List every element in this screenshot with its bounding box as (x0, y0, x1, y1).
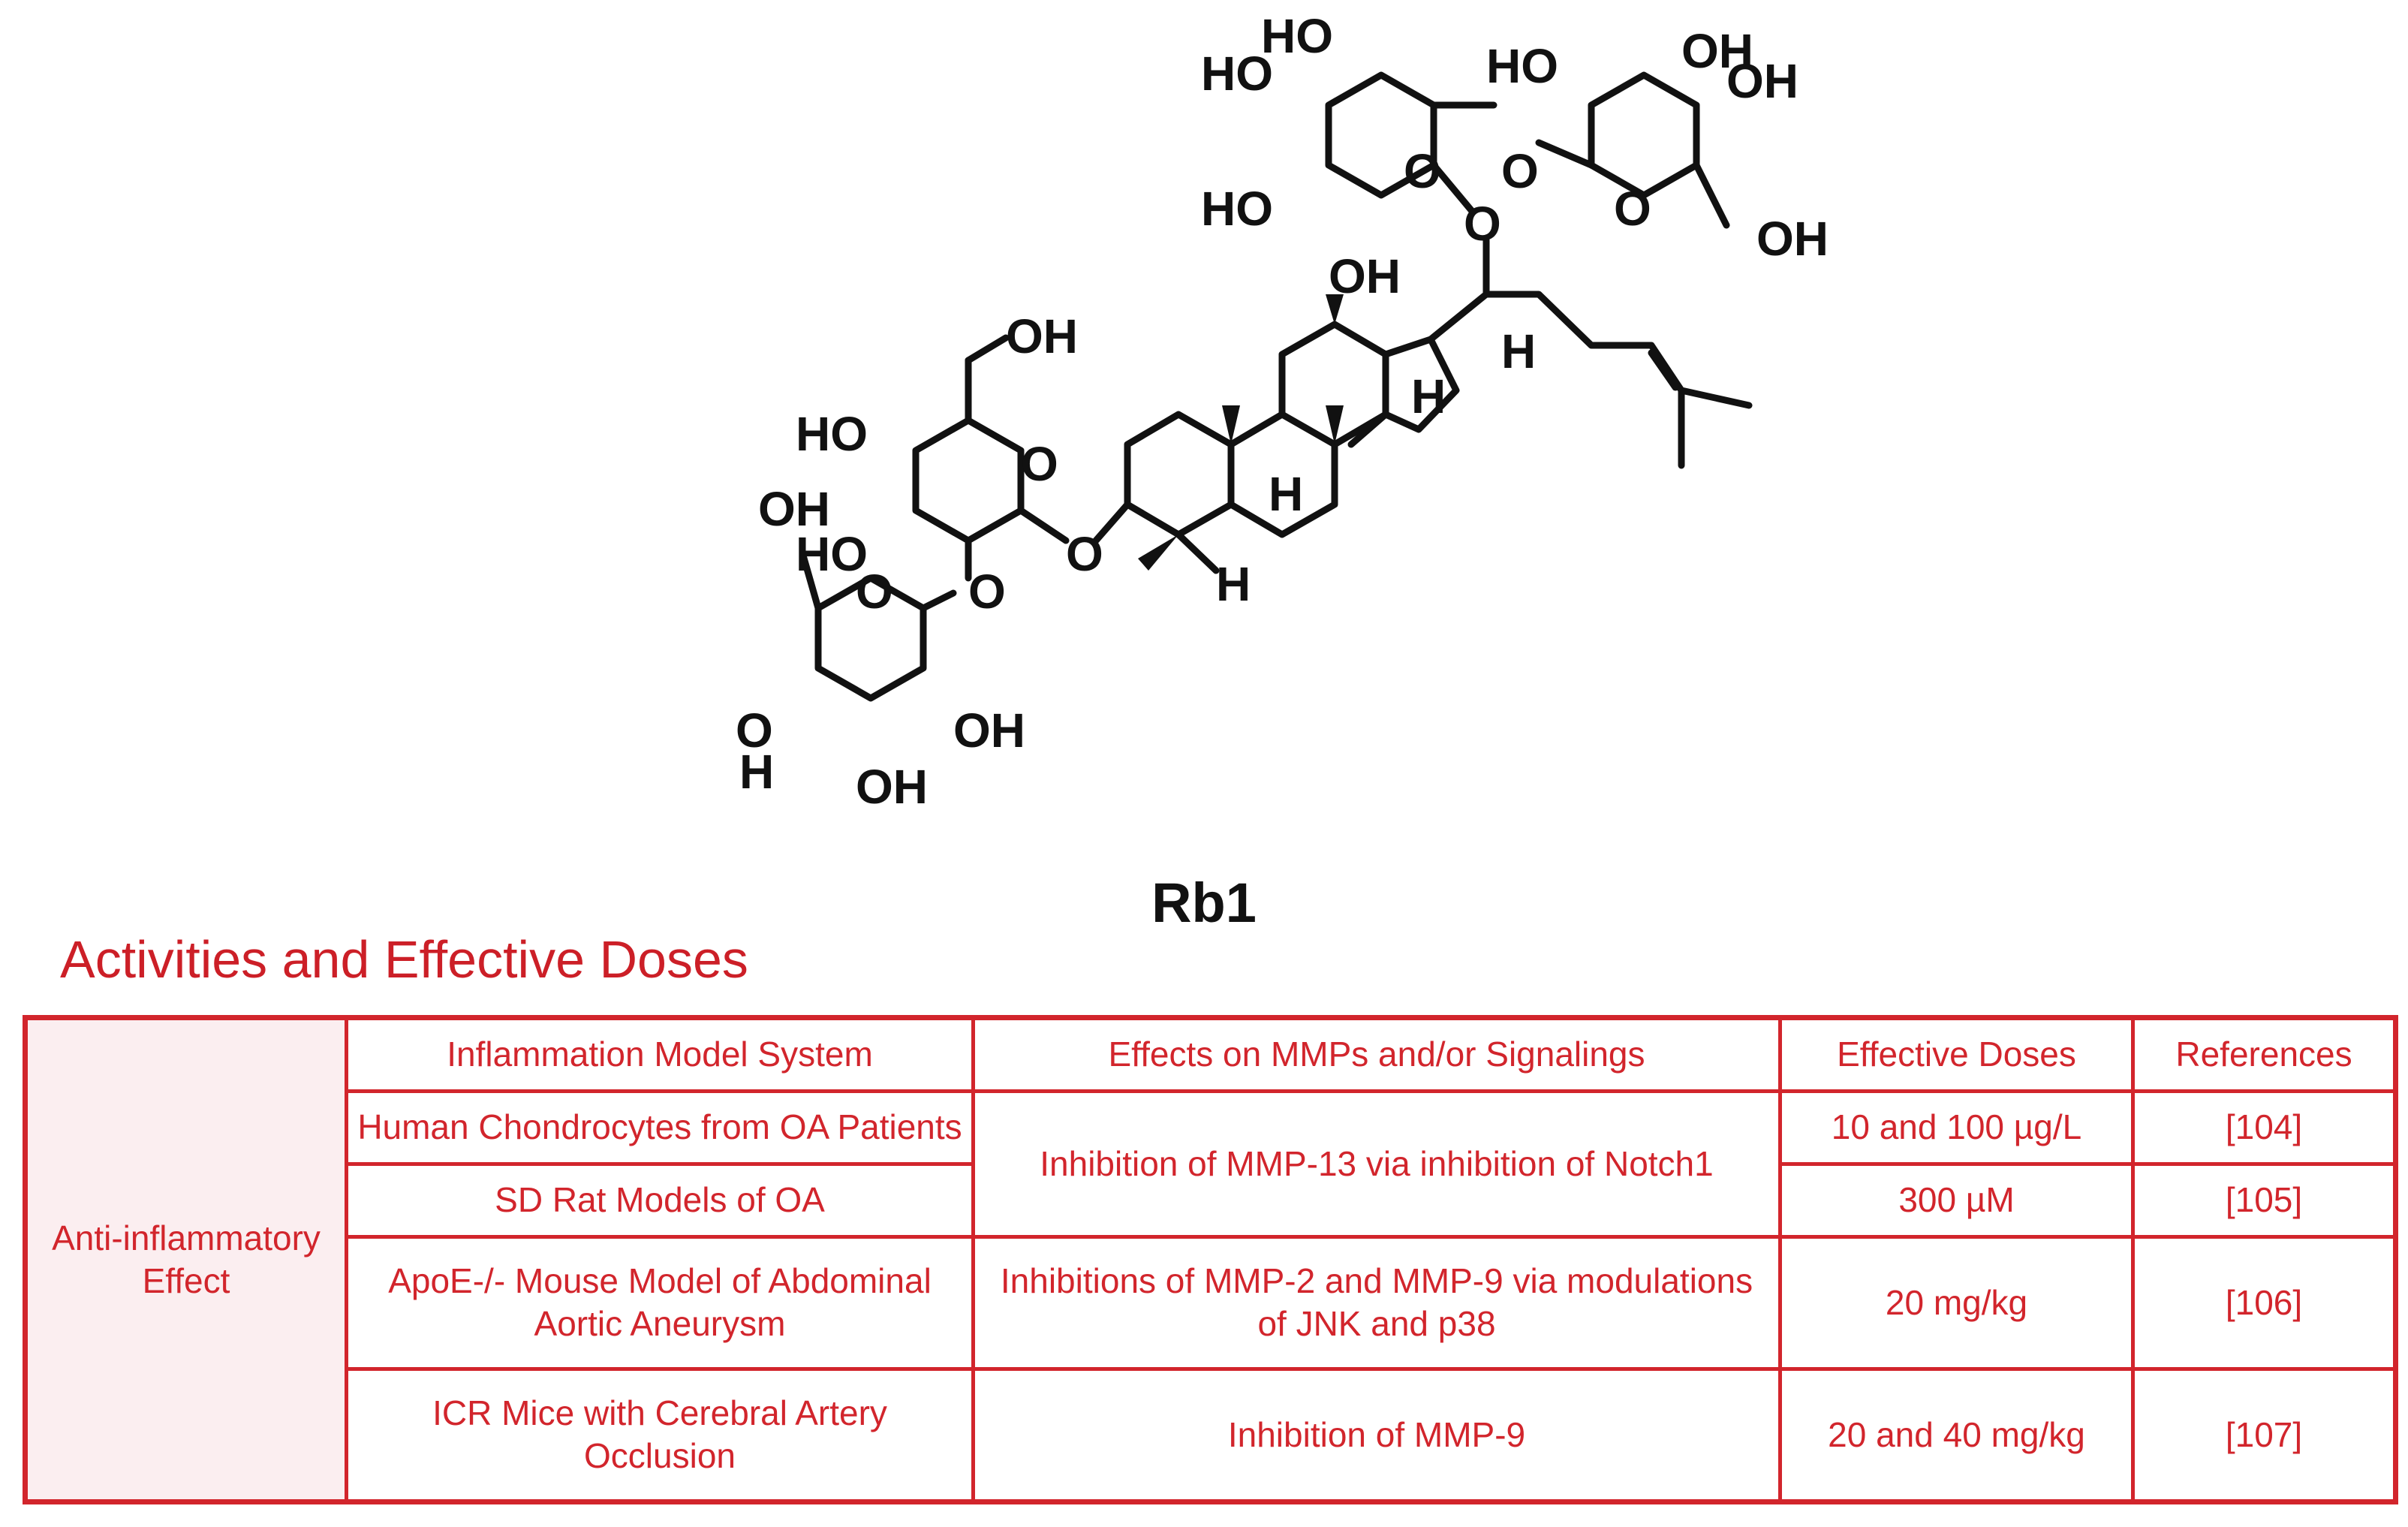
svg-text:OH: OH (1726, 54, 1798, 108)
model-cell: ApoE-/- Mouse Model of Abdominal Aortic … (345, 1234, 975, 1371)
svg-text:HO: HO (1261, 9, 1333, 63)
svg-text:H: H (1411, 369, 1446, 423)
svg-text:O: O (1021, 437, 1058, 491)
dose-cell: 300 µM (1778, 1162, 2135, 1239)
column-header: Inflammation Model System (345, 1015, 975, 1094)
svg-text:HO: HO (1201, 182, 1273, 236)
dose-cell: 20 and 40 mg/kg (1778, 1366, 2135, 1504)
column-header: Effective Doses (1778, 1015, 2135, 1094)
category-cell: Anti-inflammatory Effect (23, 1016, 348, 1504)
reference-cell: [104] (2131, 1089, 2397, 1167)
table-row: SD Rat Models of OA 300 µM [105] (26, 1162, 2397, 1239)
svg-text:O: O (1404, 144, 1441, 198)
svg-text:OH: OH (1006, 309, 1078, 363)
svg-text:H: H (1269, 467, 1303, 521)
svg-text:H: H (739, 745, 774, 799)
reference-cell: [105] (2131, 1162, 2397, 1239)
effect-cell: Inhibition of MMP-9 (971, 1366, 1782, 1504)
svg-text:O: O (856, 565, 893, 619)
svg-text:OH: OH (1681, 24, 1753, 78)
svg-text:OH: OH (1329, 249, 1401, 303)
svg-text:OH: OH (758, 482, 830, 536)
reference-cell: [106] (2131, 1234, 2397, 1371)
svg-text:HO: HO (796, 407, 868, 461)
effect-cell: Inhibitions of MMP-2 and MMP-9 via modul… (971, 1234, 1782, 1371)
table-row: Human Chondrocytes from OA Patients Inhi… (26, 1089, 2397, 1239)
svg-text:OH: OH (1756, 212, 1829, 266)
svg-text:H: H (1216, 557, 1251, 611)
svg-text:OH: OH (953, 703, 1025, 757)
model-cell: SD Rat Models of OA (345, 1162, 975, 1239)
svg-text:O: O (736, 703, 773, 757)
svg-text:H: H (1501, 324, 1536, 378)
svg-text:OH: OH (856, 760, 928, 814)
svg-text:O: O (1501, 144, 1539, 198)
reference-cell: [107] (2131, 1366, 2397, 1504)
svg-text:HO: HO (1486, 39, 1558, 93)
dose-cell: 10 and 100 µg/L (1778, 1089, 2135, 1167)
table-header-row: Anti-inflammatory Effect Inflammation Mo… (23, 1015, 2397, 1504)
column-header: References (2131, 1015, 2397, 1094)
svg-text:O: O (1066, 527, 1103, 581)
table-row: ICR Mice with Cerebral Artery Occlusion … (26, 1366, 2397, 1504)
svg-text:O: O (1464, 197, 1501, 251)
section-title: Activities and Effective Doses (60, 930, 748, 989)
rb1-chemical-structure: OH OH HO O O OH HO O O OH OH O H H H H H… (736, 9, 1829, 814)
model-cell: ICR Mice with Cerebral Artery Occlusion (345, 1366, 975, 1504)
compound-name: Rb1 (1151, 872, 1257, 934)
effect-cell: Inhibition of MMP-13 via inhibition of N… (971, 1089, 1782, 1239)
svg-text:O: O (1614, 182, 1651, 236)
activities-table: Anti-inflammatory Effect Inflammation Mo… (23, 1015, 2398, 1504)
model-cell: Human Chondrocytes from OA Patients (345, 1089, 975, 1167)
svg-text:O: O (968, 565, 1006, 619)
dose-cell: 20 mg/kg (1778, 1234, 2135, 1371)
table-row: ApoE-/- Mouse Model of Abdominal Aortic … (26, 1234, 2397, 1371)
svg-text:HO: HO (796, 527, 868, 581)
column-header: Effects on MMPs and/or Signalings (971, 1015, 1782, 1094)
svg-text:HO: HO (1201, 47, 1273, 101)
